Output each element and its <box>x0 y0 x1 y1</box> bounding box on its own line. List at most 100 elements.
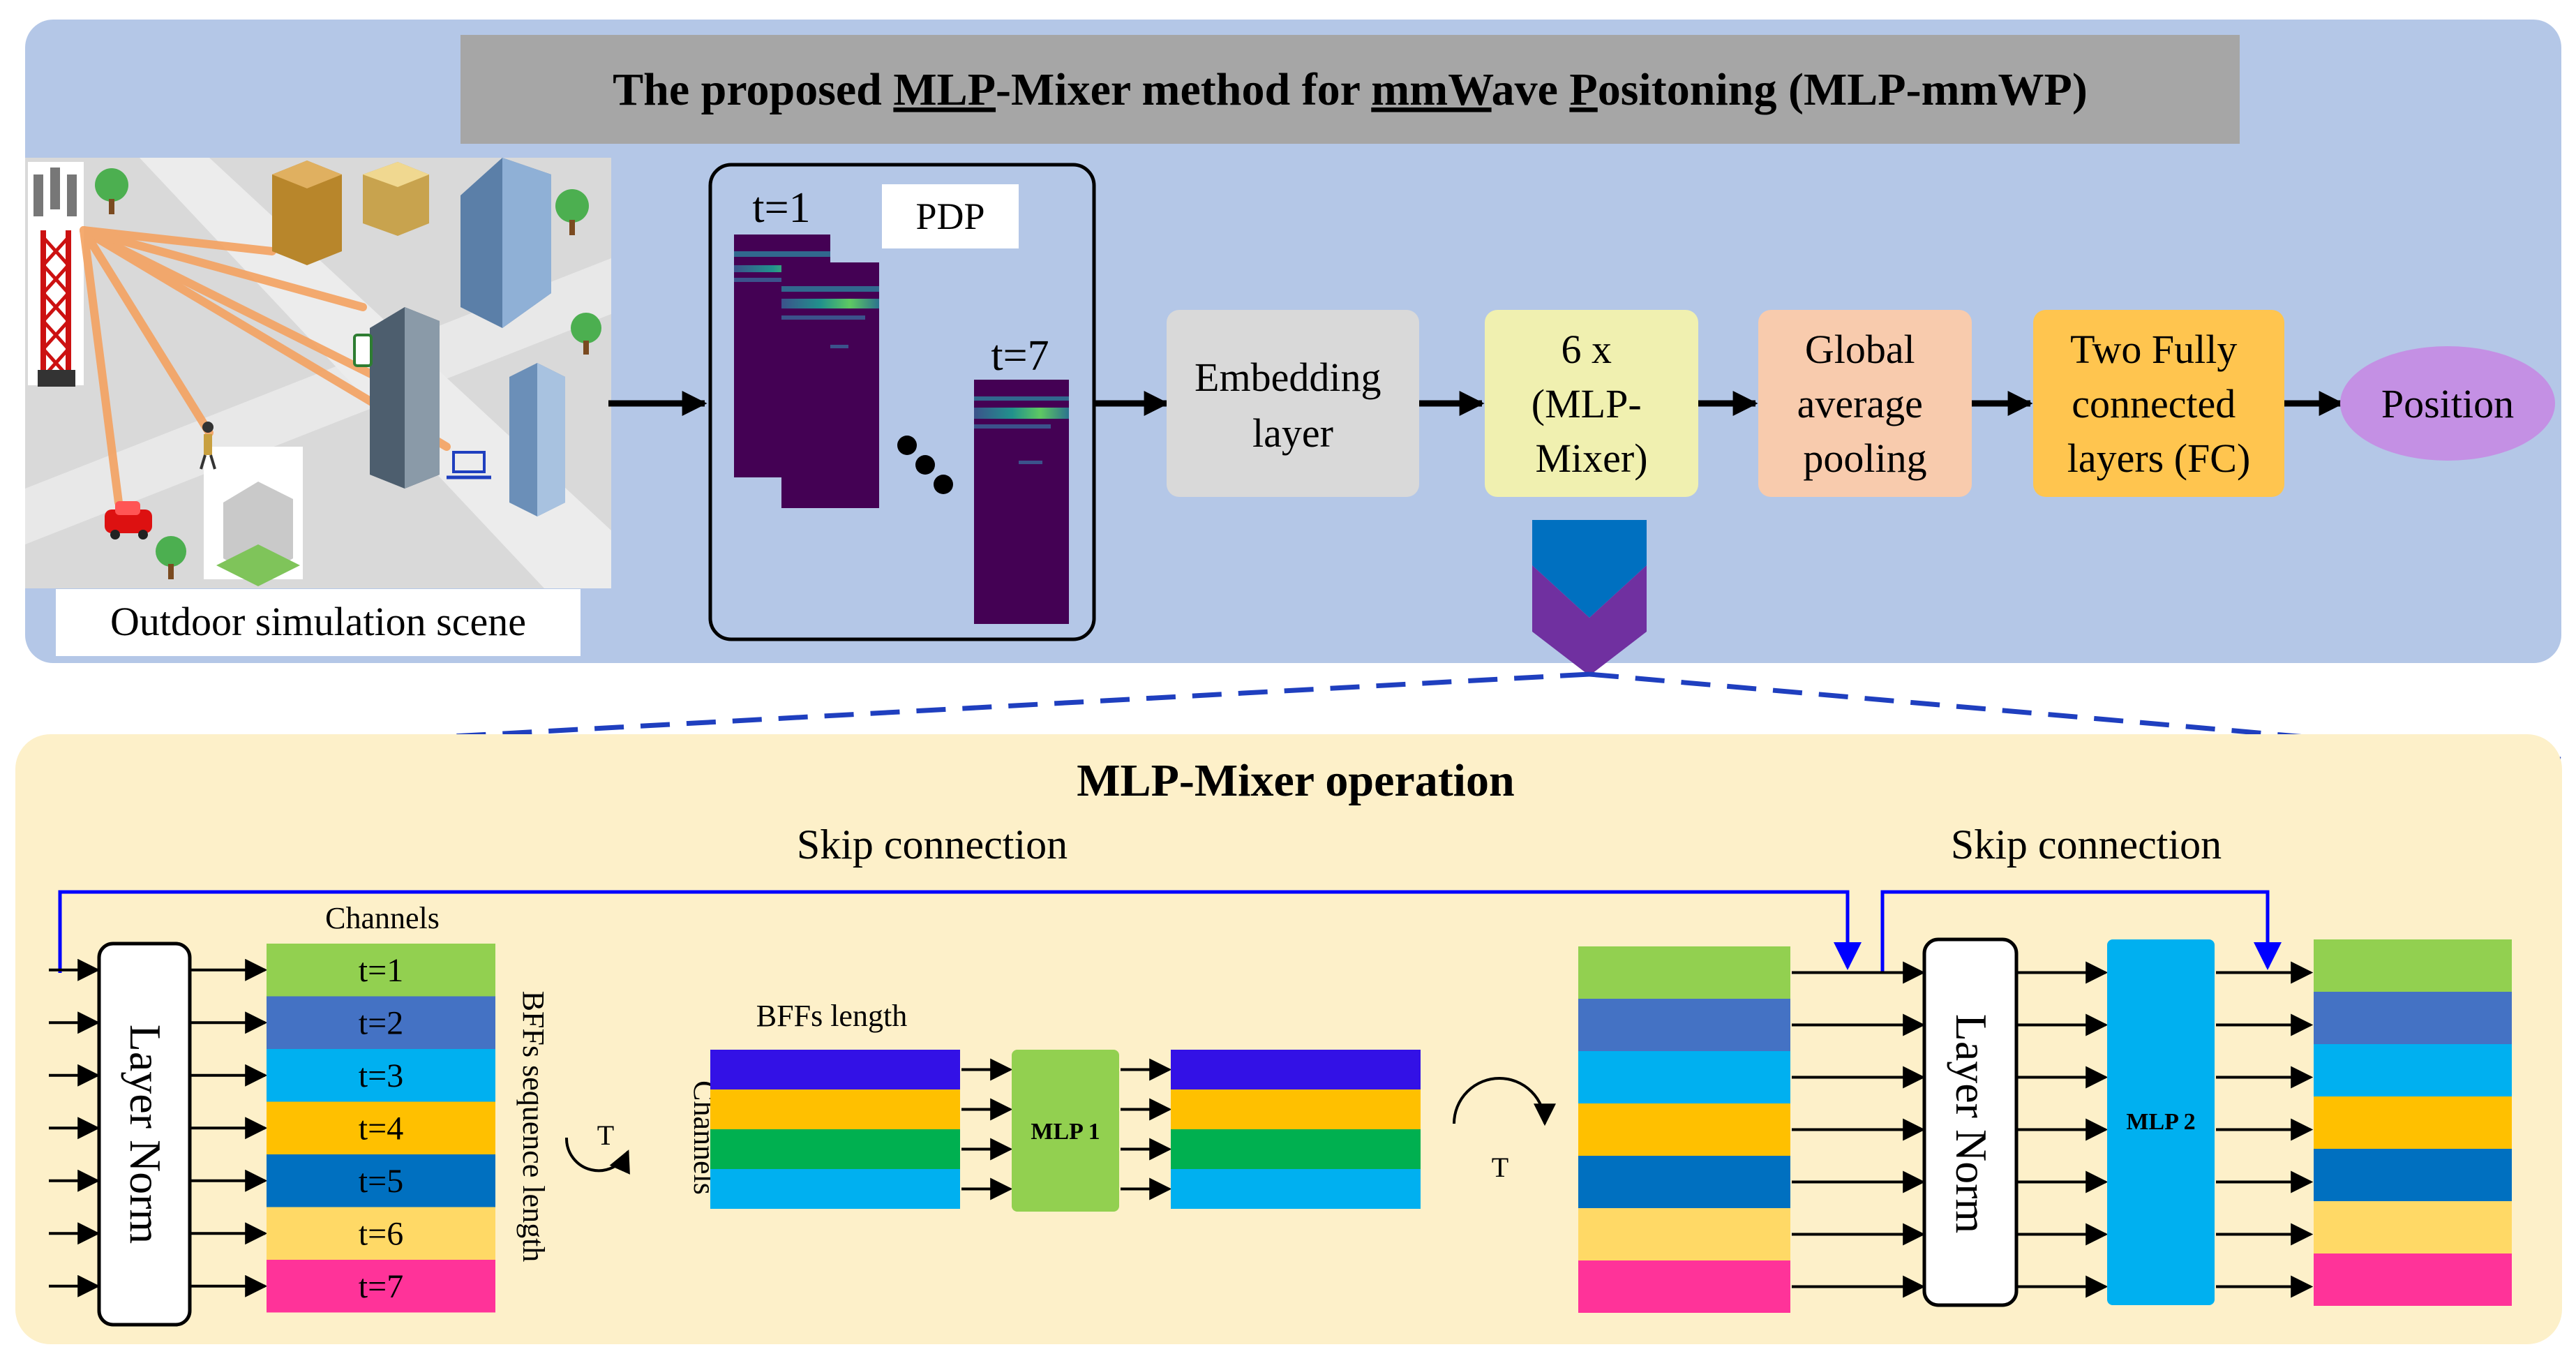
channel-row <box>710 1050 960 1089</box>
car-icon <box>105 501 152 540</box>
output-token-stack <box>2314 939 2512 1306</box>
fc-layers-label: Two Fully connected layers (FC) <box>2067 327 2251 481</box>
channel-row <box>1171 1169 1421 1209</box>
transpose-arrow-2: T <box>1453 1077 1556 1183</box>
layer-norm-1-label: Layer Norm <box>121 1025 170 1244</box>
bffs-length-label: BFFs length <box>756 999 907 1033</box>
channel-row <box>710 1089 960 1129</box>
layer-norm-1-input-arrows <box>49 958 100 1297</box>
channel-row <box>1171 1050 1421 1089</box>
time-token-row <box>267 1049 495 1102</box>
output-token-row <box>2314 1253 2512 1306</box>
mlp2-label: MLP 2 <box>2126 1109 2195 1135</box>
layer-norm-2-output-arrows <box>2018 961 2109 1298</box>
global-pooling-box <box>1758 310 1972 497</box>
output-token-row <box>2314 992 2512 1044</box>
phone-icon <box>353 334 373 367</box>
mlp1-box <box>1012 1050 1119 1212</box>
token-row <box>1578 1103 1790 1156</box>
pdp-first-time-label: t=1 <box>752 184 810 232</box>
global-pooling-label: Global average pooling <box>1797 327 1933 481</box>
token-stack-after-mixing <box>1578 946 1790 1313</box>
channels-top-label: Channels <box>325 901 440 935</box>
output-token-row <box>2314 1149 2512 1201</box>
zoom-dashed-line-right <box>1589 671 2561 762</box>
fc-layers-box <box>2033 310 2284 497</box>
mlp1-input-arrows <box>961 1058 1013 1200</box>
output-token-row <box>2314 1096 2512 1149</box>
time-token-row <box>267 996 495 1049</box>
time-token-label: t=2 <box>359 1004 403 1041</box>
layer-norm-1-box <box>97 942 192 1327</box>
title-segment: -Mixer method for <box>996 64 1371 115</box>
time-token-row <box>267 944 495 997</box>
skip-connection-label-1: Skip connection <box>797 821 1068 868</box>
token-row <box>1578 1208 1790 1260</box>
building-icon <box>460 158 551 328</box>
scene-label: Outdoor simulation scene <box>110 599 526 644</box>
skip-connection-label-2: Skip connection <box>1951 821 2222 868</box>
position-output <box>2340 346 2555 461</box>
mlp1-label: MLP 1 <box>1031 1119 1100 1145</box>
time-token-row <box>267 1260 495 1313</box>
svg-text:T: T <box>597 1119 614 1151</box>
tree-icon <box>555 189 589 235</box>
time-token-row <box>267 1207 495 1260</box>
channel-stack-after-mlp1 <box>1171 1050 1421 1209</box>
building-icon <box>370 307 440 489</box>
time-token-label: t=5 <box>359 1163 403 1200</box>
pdp-last-time-label: t=7 <box>991 332 1049 380</box>
mlp1-output-arrows <box>1121 1058 1172 1200</box>
channel-stack-before-mlp1 <box>710 1050 960 1209</box>
layer-norm-2-box <box>1922 937 2019 1307</box>
title-bar <box>460 35 2240 144</box>
embedding-layer-box <box>1167 310 1419 497</box>
time-token-label: t=3 <box>359 1057 403 1094</box>
time-token-stack: t=1t=2t=3t=4t=5t=6t=7 <box>267 944 495 1313</box>
laptop-icon <box>447 451 491 479</box>
mixer-stack-label: 6 x (MLP- Mixer) <box>1532 327 1652 481</box>
mlp2-output-arrows <box>2216 961 2314 1298</box>
time-token-label: t=7 <box>359 1268 403 1305</box>
output-token-row <box>2314 1201 2512 1253</box>
time-token-label: t=6 <box>359 1215 403 1252</box>
outdoor-scene-illustration <box>25 158 611 588</box>
pdp-label: PDP <box>915 195 984 237</box>
tree-icon <box>571 313 601 355</box>
mixer-stack-box <box>1485 310 1698 497</box>
embedding-layer-label: Embedding layer <box>1195 355 1391 456</box>
mixer-operation-title: MLP-Mixer operation <box>1077 755 1514 806</box>
title-segment: mmW <box>1371 64 1493 115</box>
title-segment: ositoning (MLP-mmWP) <box>1598 64 2088 115</box>
channel-row <box>710 1129 960 1169</box>
title-segment: MLP <box>893 64 996 115</box>
layer-norm-1-output-arrows <box>191 958 268 1297</box>
layer-norm-2-input-arrows <box>1792 961 1926 1298</box>
building-icon <box>509 363 565 516</box>
skip-connection-line-2 <box>1880 890 2282 973</box>
ellipsis-dots <box>897 436 953 494</box>
tree-icon <box>95 168 128 214</box>
token-row <box>1578 946 1790 999</box>
pdp-heatmap-t2 <box>781 262 879 508</box>
time-token-label: t=1 <box>359 952 403 989</box>
pdp-heatmap-t7 <box>974 380 1069 624</box>
layer-norm-2-label: Layer Norm <box>1947 1014 1996 1234</box>
time-token-row <box>267 1101 495 1154</box>
building-icon <box>204 447 303 586</box>
building-icon <box>363 162 429 236</box>
transpose-arrow-1: T <box>564 1119 630 1175</box>
title-segment: The proposed <box>613 64 893 115</box>
building-icon <box>272 161 342 265</box>
channel-row <box>1171 1129 1421 1169</box>
output-token-row <box>2314 939 2512 992</box>
channel-row <box>1171 1089 1421 1129</box>
channel-row <box>710 1169 960 1209</box>
title-segment: ave <box>1492 64 1570 115</box>
title-segment: P <box>1569 64 1597 115</box>
position-label: Position <box>2381 381 2514 426</box>
pedestrian-icon <box>200 422 216 470</box>
pdp-label-box <box>882 184 1019 248</box>
output-token-row <box>2314 1044 2512 1096</box>
